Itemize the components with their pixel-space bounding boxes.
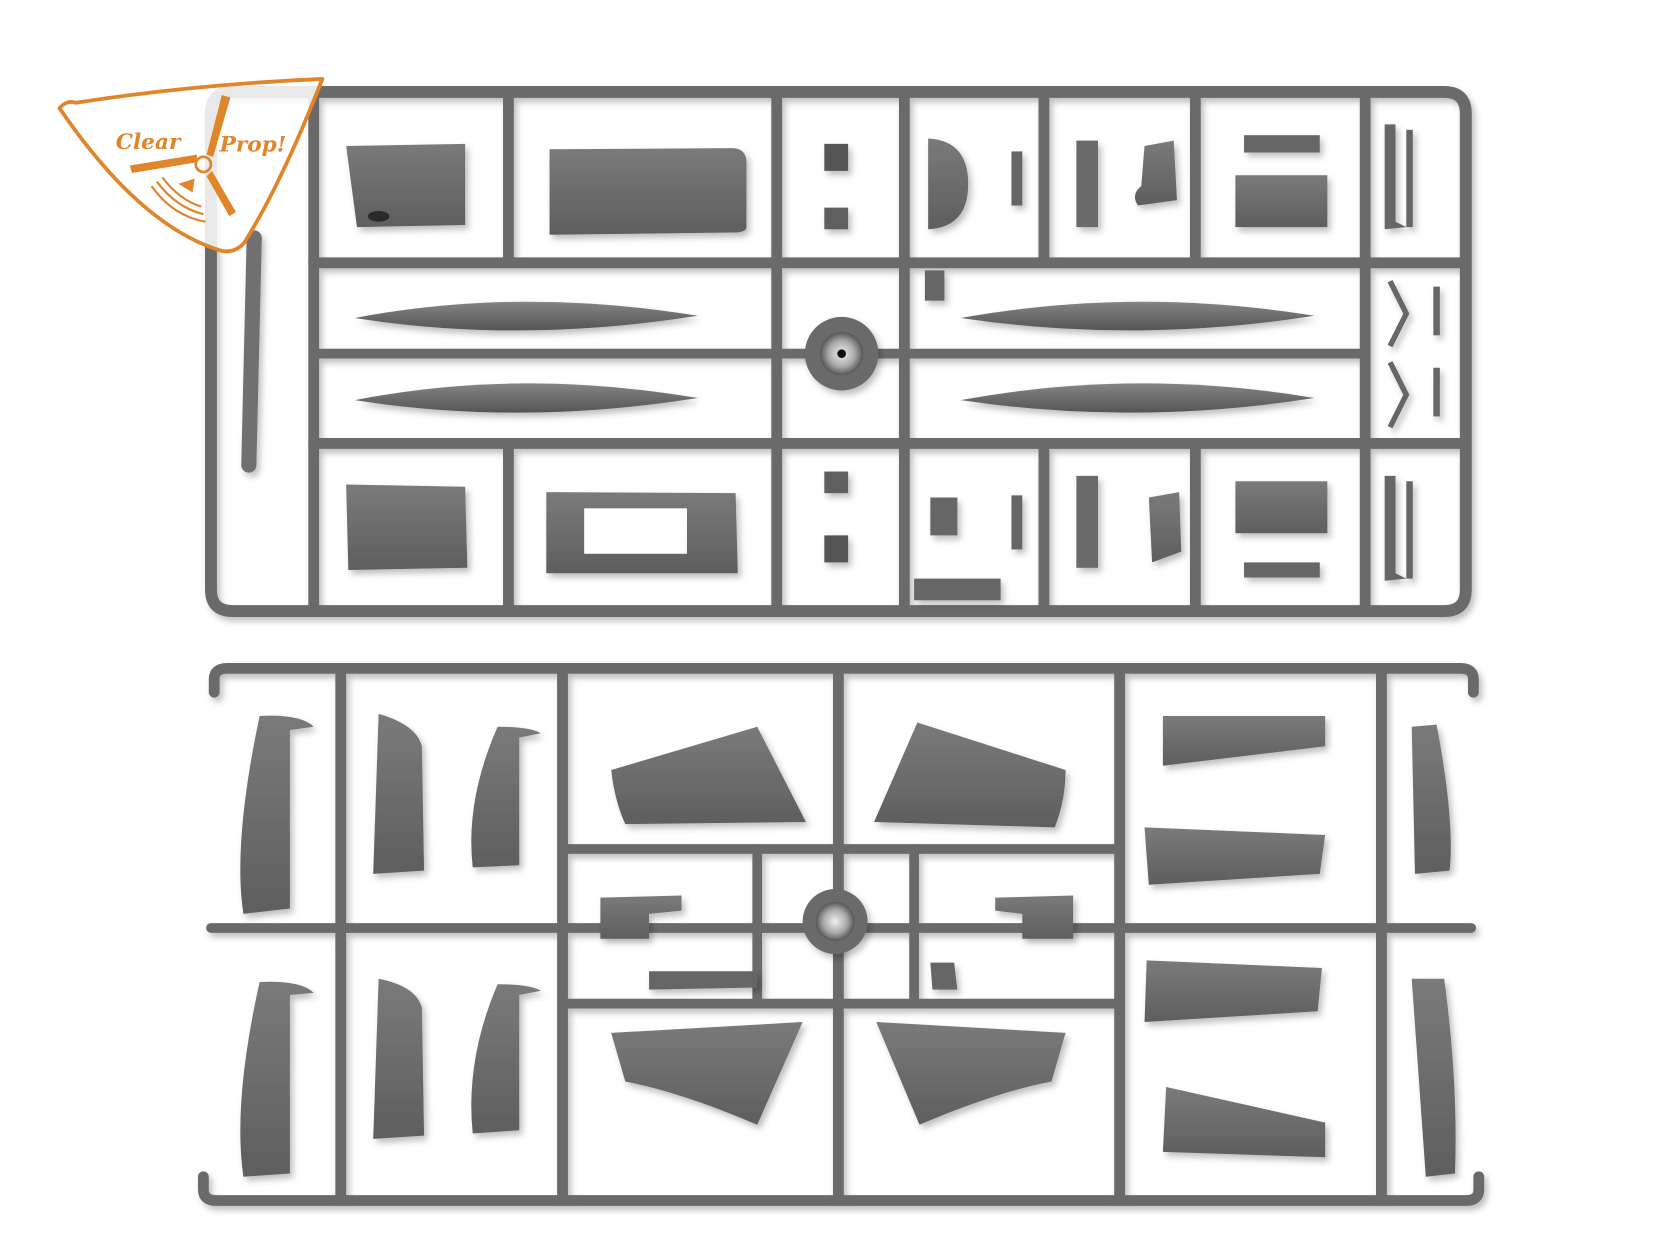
logo-text-right: Prop!: [219, 132, 287, 157]
sprue-top: [204, 85, 1472, 618]
logo-text-left: Clear: [116, 130, 182, 155]
sprue-top-parts: [346, 124, 1440, 601]
propeller-blade-icon: [206, 95, 231, 157]
clear-prop-logo: Clear Prop!: [57, 77, 325, 254]
sprue-bottom-parts: [240, 713, 1456, 1177]
wheel-hub-bottom: [815, 902, 855, 941]
propeller-hub-icon: [194, 155, 213, 174]
